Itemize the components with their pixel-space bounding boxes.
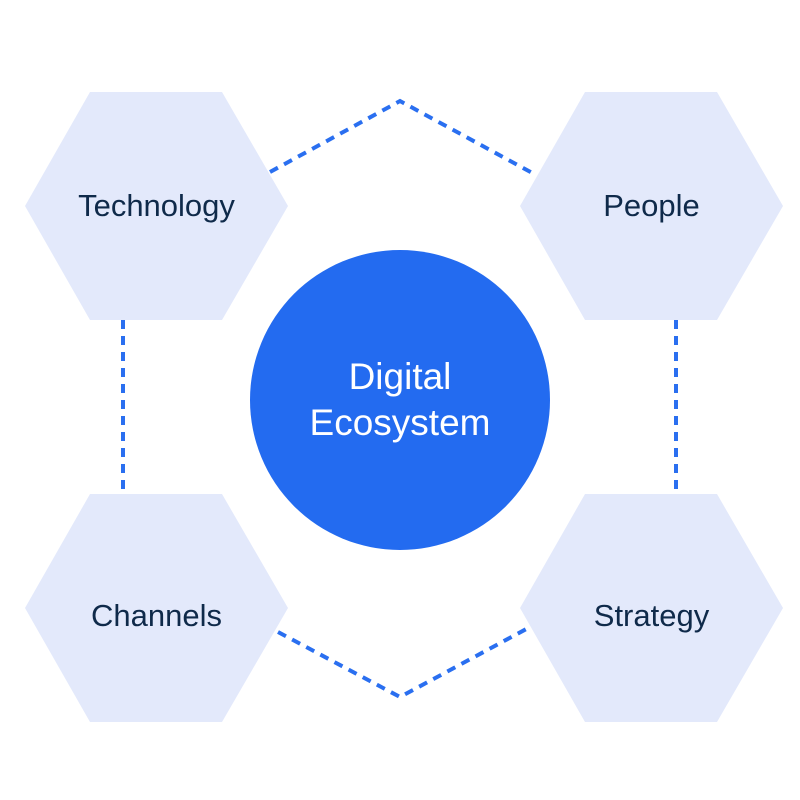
node-label-strategy: Strategy (593, 598, 710, 633)
node-label-people: People (603, 188, 700, 223)
connector-bottom (277, 625, 531, 700)
hexagon-technology (25, 92, 288, 320)
hexagon-channels (25, 494, 288, 722)
center-circle: Digital Ecosystem (250, 250, 550, 550)
node-label-channels: Channels (91, 598, 222, 633)
center-label-line1: Digital (348, 356, 452, 397)
connector-top (269, 98, 537, 177)
node-label-technology: Technology (78, 188, 235, 223)
hexagon-strategy (520, 494, 783, 722)
hexagon-people (520, 92, 783, 320)
center-label-line2: Ecosystem (309, 402, 491, 443)
